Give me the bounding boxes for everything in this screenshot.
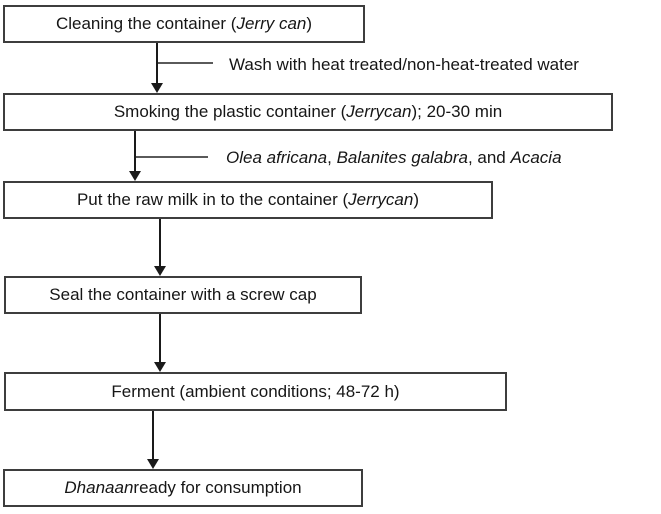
note-smoking-plants: Olea africana, Balanites galabra, and Ac… (226, 148, 562, 167)
down-arrowhead-icon-5 (147, 459, 159, 469)
down-arrowhead-icon-2 (129, 171, 141, 181)
down-arrowhead-icon-1 (151, 83, 163, 93)
step-box-seal-container: Seal the container with a screw cap (4, 276, 362, 314)
down-arrow-shaft-5 (152, 411, 154, 460)
down-arrow-shaft-3 (159, 219, 161, 267)
down-arrow-shaft-4 (159, 314, 161, 363)
branch-line-wash (158, 62, 213, 64)
down-arrowhead-icon-4 (154, 362, 166, 372)
down-arrowhead-icon-3 (154, 266, 166, 276)
step-box-dhanaan-ready: Dhanaan ready for consumption (3, 469, 363, 507)
branch-line-plants (136, 156, 208, 158)
note-wash-water: Wash with heat treated/non-heat-treated … (229, 55, 579, 74)
down-arrow-shaft-2 (134, 131, 136, 172)
down-arrow-shaft-1 (156, 43, 158, 84)
step-box-add-raw-milk: Put the raw milk in to the container (Je… (3, 181, 493, 219)
step-box-ferment: Ferment (ambient conditions; 48-72 h) (4, 372, 507, 411)
step-box-smoking-container: Smoking the plastic container (Jerrycan)… (3, 93, 613, 131)
step-box-cleaning-container: Cleaning the container (Jerry can) (3, 5, 365, 43)
